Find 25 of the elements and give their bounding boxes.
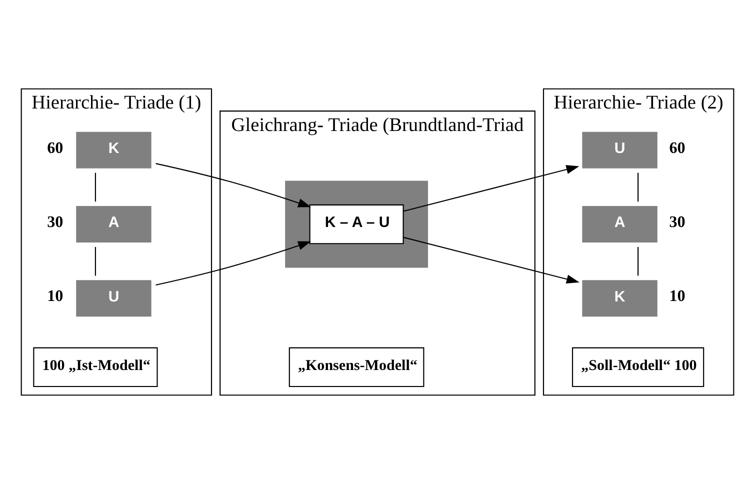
- node-box: K: [582, 280, 658, 317]
- node-box: „Soll-Modell“ 100: [572, 347, 704, 388]
- connector: [94, 172, 96, 202]
- node-box: A: [76, 206, 152, 243]
- node-label: 10: [47, 288, 64, 306]
- node-box: U: [582, 132, 658, 168]
- node-box: A: [582, 206, 658, 243]
- cluster: [285, 180, 428, 268]
- connector: [638, 246, 639, 276]
- arrow: [156, 163, 312, 208]
- arrow: [403, 236, 580, 284]
- node-box: K: [76, 132, 152, 168]
- node-label: 10: [669, 288, 686, 306]
- node-label: 60: [669, 140, 686, 157]
- node-box: „Konsens-Modell“: [288, 347, 424, 388]
- arrow: [403, 165, 580, 212]
- node-box: 100 „Ist-Modell“: [33, 347, 158, 388]
- connector: [94, 246, 96, 276]
- node-box: K – A – U: [309, 204, 404, 244]
- node-label: 30: [669, 214, 686, 231]
- arrow: [156, 241, 312, 286]
- node-box: U: [76, 280, 152, 317]
- node-label: 30: [47, 214, 64, 231]
- connector: [638, 172, 639, 202]
- node-label: 60: [47, 140, 64, 157]
